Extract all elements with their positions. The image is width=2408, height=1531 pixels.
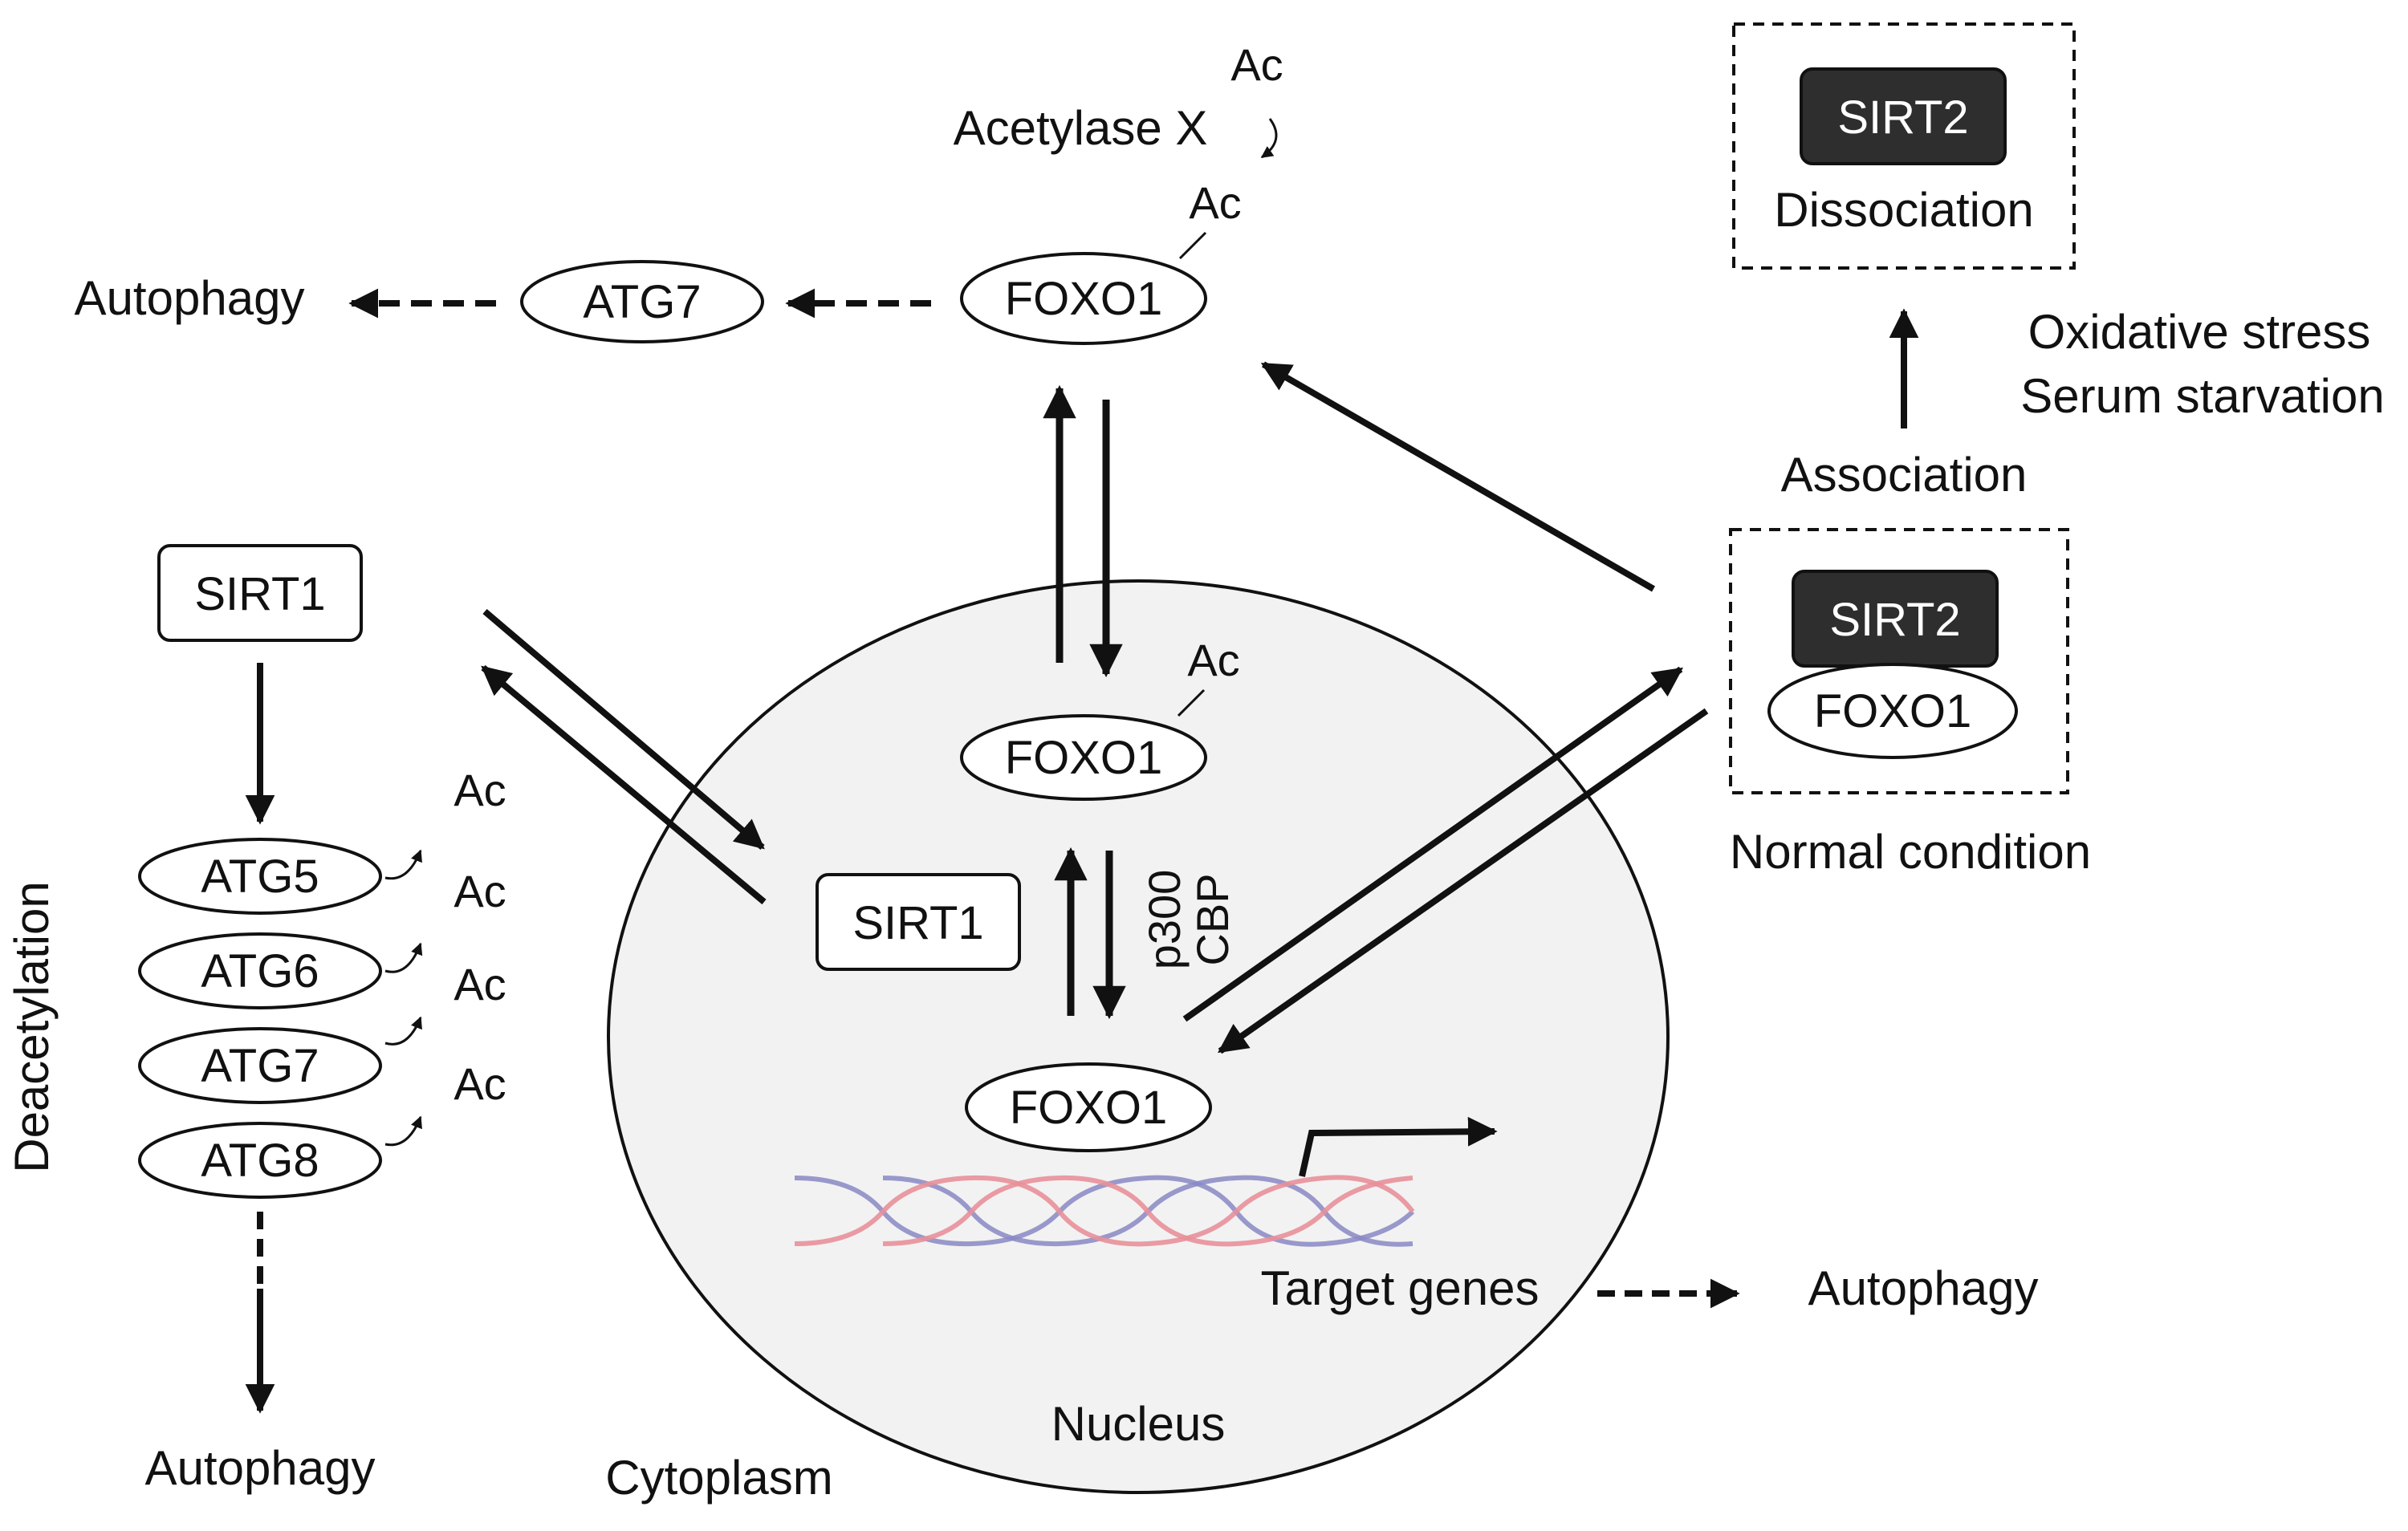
nuclear-acetylated-foxo1-node: [960, 714, 1207, 801]
dissociated-sirt2-box: [1800, 67, 2007, 165]
atg5-group: ATG5 Ac: [138, 765, 506, 915]
nucleus-ellipse: [607, 579, 1670, 1494]
cytoplasm-label: Cytoplasm: [605, 1451, 832, 1505]
right-autophagy-label: Autophagy: [1808, 1261, 2039, 1315]
p300-label: p300: [1139, 870, 1190, 970]
acetylase-x-label: Acetylase X: [954, 101, 1208, 155]
dna-helix: [794, 1175, 1415, 1247]
acetyl-transfer-arrow: [1260, 118, 1278, 159]
dissociation-label: Dissociation: [1774, 183, 2033, 237]
cytoplasm-foxo1-ac-label: Ac: [1189, 177, 1241, 228]
atg6-node: [138, 932, 382, 1009]
deacetylation-label: Deacetylation: [5, 881, 59, 1173]
dna-strand-red-2: [882, 1175, 1413, 1247]
nuclear-acetylated-foxo1-label: FOXO1: [1005, 732, 1163, 784]
cytoplasm-autophagy-label: Autophagy: [75, 271, 305, 325]
normal-condition-label: Normal condition: [1730, 825, 2091, 879]
atg8-group: ATG8 Ac: [138, 1058, 506, 1199]
atg7-ac-label: Ac: [454, 959, 506, 1009]
atg7-label: ATG7: [201, 1040, 319, 1092]
atg8-deacetylation-arrow: [384, 1115, 422, 1147]
sirt1-nucleus-box: [816, 873, 1021, 971]
sirt2-dissociation-box: [1732, 22, 2076, 270]
target-genes-label: Target genes: [1261, 1261, 1540, 1315]
sirt2-foxo1-complex-box: [1729, 528, 2069, 794]
oxidative-stress-label: Oxidative stress: [2028, 305, 2371, 359]
cytoplasm-atg7-label: ATG7: [583, 276, 701, 328]
dna-strand-blue: [794, 1175, 1415, 1247]
nuclear-foxo1-ac-label: Ac: [1187, 635, 1239, 685]
atg5-label: ATG5: [201, 851, 319, 903]
atg6-label: ATG6: [201, 945, 319, 997]
cytoplasm-atg7-node: [520, 260, 764, 343]
cbp-label: CBP: [1187, 873, 1238, 965]
atg6-group: ATG6 Ac: [138, 866, 506, 1009]
sirt1-cytoplasm-box: [157, 544, 363, 642]
atg7-node: [138, 1027, 382, 1104]
complex-to-foxo1-arrow: [1217, 708, 1709, 1054]
dna-strand-red: [794, 1175, 1415, 1247]
atg8-ac-label: Ac: [454, 1058, 506, 1109]
atg5-deacetylation-arrow: [384, 849, 422, 880]
nuclear-foxo1-ac-bond: [1177, 688, 1206, 717]
atg7-group: ATG7 Ac: [138, 959, 506, 1104]
transcription-start-arrow: [1299, 1116, 1498, 1177]
cytoplasm-foxo1-node: [960, 252, 1207, 345]
sirt1-nucleus-label: SIRT1: [852, 897, 983, 949]
nuclear-foxo1-node: [965, 1062, 1212, 1152]
acetyl-donor-ac-label: Ac: [1230, 39, 1283, 90]
dissociated-sirt2-label: SIRT2: [1837, 91, 1968, 144]
complex-foxo1-label: FOXO1: [1814, 685, 1972, 737]
left-autophagy-label: Autophagy: [145, 1441, 376, 1495]
atg7-deacetylation-arrow: [384, 1016, 422, 1046]
atg8-node: [138, 1122, 382, 1199]
sirt1-import-arrow: [482, 608, 765, 851]
association-label: Association: [1781, 448, 2028, 502]
nuclear-foxo1-label: FOXO1: [1010, 1082, 1168, 1134]
serum-starvation-label: Serum starvation: [2020, 369, 2385, 423]
complex-foxo1-node: [1767, 663, 2018, 759]
sirt1-cytoplasm-label: SIRT1: [194, 568, 325, 620]
atg8-label: ATG8: [201, 1135, 319, 1187]
atg5-node: [138, 838, 382, 915]
atg6-deacetylation-arrow: [384, 942, 423, 973]
sirt1-export-arrow: [481, 664, 767, 905]
atg6-ac-label: Ac: [454, 866, 506, 916]
atg5-ac-label: Ac: [454, 765, 506, 815]
cytoplasm-foxo1-ac-bond: [1178, 231, 1207, 260]
nucleus-label: Nucleus: [1051, 1397, 1226, 1451]
cytoplasm-foxo1-label: FOXO1: [1005, 273, 1163, 325]
foxo1-to-complex-arrow: [1182, 666, 1684, 1022]
complex-to-cytoplasm-foxo1-arrow: [1260, 361, 1655, 592]
complex-sirt2-label: SIRT2: [1829, 594, 1960, 646]
